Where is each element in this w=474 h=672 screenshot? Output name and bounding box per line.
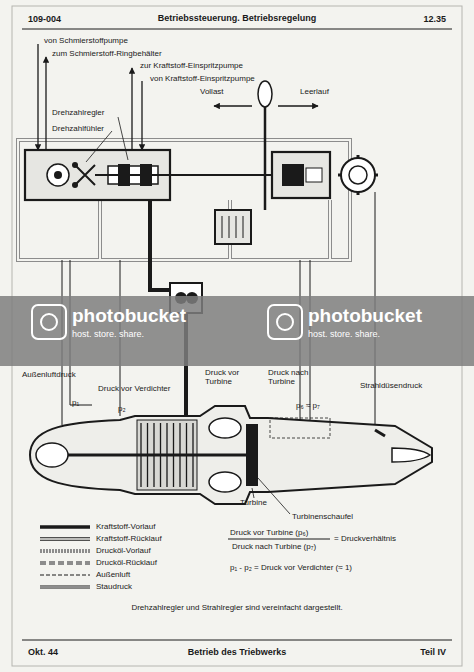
page-number: 109-004 (28, 14, 61, 24)
watermark: host. store. share. (72, 329, 144, 339)
pipe-label: zum Schmierstoff-Ringbehälter (52, 49, 162, 58)
part-name: Drehzahlfühler (52, 124, 104, 133)
formula-term: = Druckverhältnis (334, 534, 396, 543)
pipe-label: zur Kraftstoff-Einspritzpumpe (140, 61, 243, 70)
pressure-label: Druck nach Turbine (268, 368, 320, 386)
watermark: host. store. share. (308, 329, 380, 339)
lever-position: Leerlauf (300, 87, 329, 96)
legend-sample (40, 538, 90, 540)
pipe-label: von Kraftstoff-Einspritzpumpe (150, 74, 255, 83)
page-title: Betriebssteuerung. Betriebsregelung (158, 13, 317, 23)
formula-term: Druck nach Turbine (p₇) (232, 542, 316, 551)
legend-sample (40, 586, 90, 587)
footer-date: Okt. 44 (28, 647, 58, 657)
pressure-symbol: p₁ (72, 398, 79, 407)
pressure-label: Außenluftdruck (22, 370, 76, 379)
watermark: photobucket (308, 305, 422, 327)
legend-sample (40, 525, 90, 529)
footer-part: Teil IV (420, 647, 446, 657)
legend-sample (40, 561, 90, 565)
legend-sample (40, 574, 90, 575)
legend-text: Kraftstoff-Rücklauf (96, 534, 162, 543)
part-name: Turbinenschaufel (292, 512, 353, 521)
legend-sample (40, 537, 90, 541)
legend-text: Drucköl-Vorlauf (96, 546, 151, 555)
pressure-symbol: p₂ (118, 404, 126, 413)
formula-note: p₁ - p₂ = Druck vor Verdichter (≈ 1) (230, 563, 352, 572)
formula-term: Druck vor Turbine (p₆) (230, 528, 308, 537)
legend-sample (40, 549, 90, 553)
section-number: 12.35 (423, 14, 446, 24)
pressure-label: Druck vor Verdichter (98, 384, 170, 393)
legend-text: Kraftstoff-Vorlauf (96, 522, 155, 531)
pressure-label: Strahldüsendruck (360, 381, 422, 390)
part-name: Turbine (240, 498, 267, 507)
caption: Drehzahlregler und Strahlregler sind ver… (131, 603, 342, 612)
pressure-symbol: p₆ ≈ p₇ (296, 401, 320, 410)
legend-text: Staudruck (96, 582, 132, 591)
part-name: Drehzahlregler (52, 108, 104, 117)
footer-title: Betrieb des Triebwerks (188, 647, 287, 657)
legend-text: Drucköl-Rücklauf (96, 558, 157, 567)
watermark: photobucket (72, 305, 186, 327)
legend-text: Außenluft (96, 570, 130, 579)
pressure-label: Druck vor Turbine (205, 368, 257, 386)
lever-position: Vollast (200, 87, 224, 96)
pipe-label: von Schmierstoffpumpe (44, 36, 128, 45)
legend-sample (40, 586, 90, 589)
